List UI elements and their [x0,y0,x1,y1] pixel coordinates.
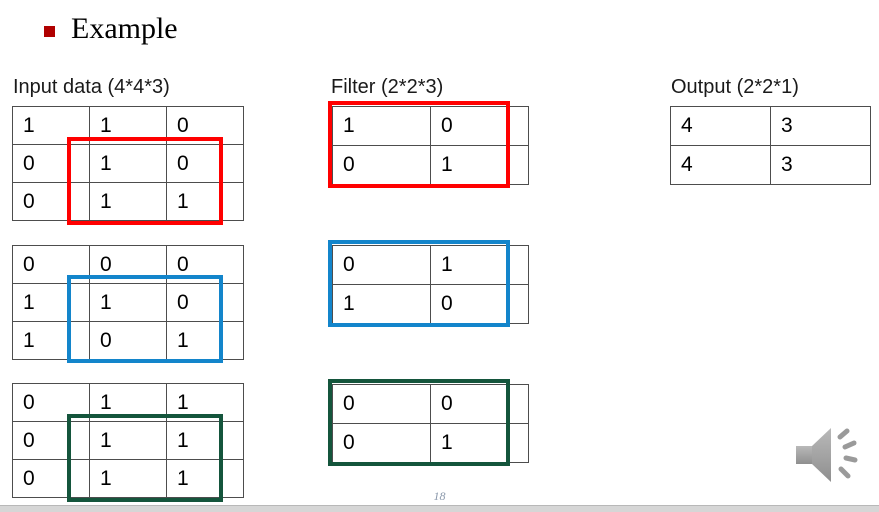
matrix-cell: 0 [430,106,529,146]
filter-heading: Filter (2*2*3) [331,76,444,98]
table-row: 1 0 [332,106,529,146]
input-data-heading: Input data (4*4*3) [13,76,170,98]
matrix-cell: 3 [770,145,871,185]
table-row: 0 0 0 [12,245,244,284]
matrix-cell: 0 [430,384,529,424]
table-row: 1 0 1 [12,321,244,360]
matrix-cell: 0 [12,182,90,221]
matrix-cell: 0 [12,421,90,460]
input-matrix-channel-2: 0 0 0 1 1 0 1 0 1 [12,245,244,360]
matrix-cell: 1 [166,321,244,360]
filter-matrix-channel-1: 1 0 0 1 [332,106,529,185]
matrix-cell: 0 [12,459,90,498]
output-matrix: 4 3 4 3 [670,106,871,185]
matrix-cell: 0 [89,321,167,360]
matrix-cell: 1 [12,321,90,360]
matrix-cell: 1 [332,284,431,324]
table-row: 0 1 1 [12,459,244,498]
table-row: 4 3 [670,145,871,185]
filter-matrix-channel-2: 0 1 1 0 [332,245,529,324]
table-row: 0 1 [332,423,529,463]
matrix-cell: 0 [89,245,167,284]
speaker-icon[interactable] [793,424,867,486]
matrix-cell: 0 [12,144,90,183]
output-heading: Output (2*2*1) [671,76,799,98]
viewer-bottom-bar [0,505,879,512]
matrix-cell: 1 [166,383,244,422]
matrix-cell: 1 [166,459,244,498]
matrix-cell: 0 [166,245,244,284]
matrix-cell: 0 [332,145,431,185]
matrix-cell: 1 [430,245,529,285]
table-row: 1 1 0 [12,106,244,145]
matrix-cell: 0 [332,423,431,463]
matrix-cell: 1 [12,283,90,322]
matrix-cell: 1 [89,144,167,183]
filter-matrix-channel-3: 0 0 0 1 [332,384,529,463]
matrix-cell: 0 [332,384,431,424]
matrix-cell: 0 [166,144,244,183]
matrix-cell: 1 [166,182,244,221]
matrix-cell: 1 [89,182,167,221]
matrix-cell: 0 [12,383,90,422]
table-row: 0 1 [332,245,529,285]
input-matrix-channel-3: 0 1 1 0 1 1 0 1 1 [12,383,244,498]
slide-bullet-row: Example [44,14,178,44]
matrix-cell: 3 [770,106,871,146]
matrix-cell: 1 [89,283,167,322]
input-matrix-channel-1: 1 1 0 0 1 0 0 1 1 [12,106,244,221]
matrix-cell: 0 [332,245,431,285]
matrix-cell: 1 [166,421,244,460]
matrix-cell: 1 [89,106,167,145]
table-row: 0 1 0 [12,144,244,183]
page-title: Example [71,12,178,45]
matrix-cell: 4 [670,106,771,146]
matrix-cell: 0 [166,283,244,322]
table-row: 1 0 [332,284,529,324]
table-row: 0 1 [332,145,529,185]
matrix-cell: 1 [430,145,529,185]
table-row: 0 1 1 [12,182,244,221]
matrix-cell: 1 [89,421,167,460]
page-number: 18 [433,489,446,503]
matrix-cell: 4 [670,145,771,185]
bullet-square-icon [44,25,55,37]
matrix-cell: 0 [430,284,529,324]
table-row: 0 1 1 [12,421,244,460]
table-row: 4 3 [670,106,871,146]
table-row: 0 1 1 [12,383,244,422]
table-row: 1 1 0 [12,283,244,322]
matrix-cell: 1 [89,383,167,422]
matrix-cell: 1 [332,106,431,146]
matrix-cell: 1 [12,106,90,145]
matrix-cell: 0 [166,106,244,145]
table-row: 0 0 [332,384,529,424]
matrix-cell: 0 [12,245,90,284]
matrix-cell: 1 [430,423,529,463]
